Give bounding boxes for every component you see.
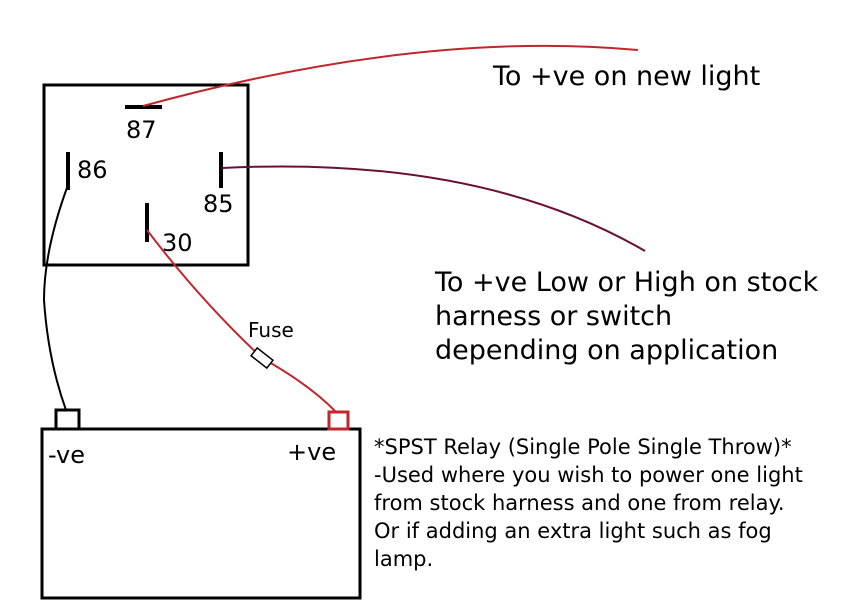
wire-86-to-battery-negative [42,184,69,411]
pin-30-label: 30 [162,229,193,257]
stock-harness-label-line1: To +ve Low or High on stock [435,267,819,298]
note-line-5: lamp. [374,547,434,571]
pin-86-label: 86 [77,156,108,184]
wire-85-to-stock-harness [221,165,646,252]
battery-body [40,427,362,600]
note-line-4: Or if adding an extra light such as fog [374,519,772,543]
pin-87-label: 87 [126,116,157,144]
note-line-3: from stock harness and one from relay. [374,491,785,515]
battery-positive-label: +ve [287,438,337,466]
wire-30-to-battery-positive [146,229,337,413]
fuse-symbol [249,346,275,370]
pin-85-label: 85 [203,190,234,218]
note-line-1: *SPST Relay (Single Pole Single Throw)* [374,435,792,459]
stock-harness-label-line3: depending on application [435,335,779,366]
note-line-2: -Used where you wish to power one light [374,463,803,487]
wire-87-to-new-light [142,44,639,107]
battery-negative-label: -ve [48,441,85,469]
battery-negative-terminal [54,408,81,431]
fuse-label: Fuse [248,318,294,342]
relay-box [42,83,250,267]
stock-harness-label-line2: harness or switch [435,301,673,332]
new-light-label: To +ve on new light [493,61,761,92]
battery-positive-terminal [327,410,350,431]
